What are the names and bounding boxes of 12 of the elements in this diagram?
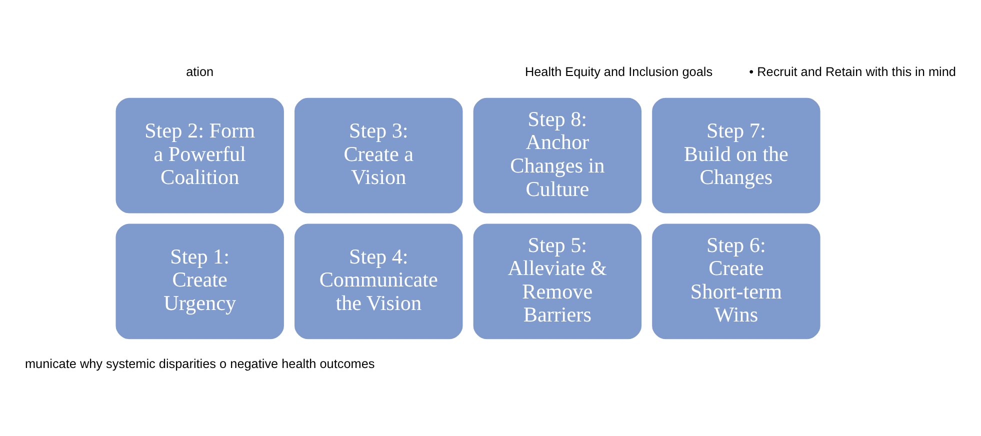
node-box: Step 6: Create Short-term Wins [652, 223, 820, 339]
node-box: Step 8: Anchor Changes in Culture [473, 97, 642, 213]
label: Health Equity and Inclusion goals [524, 64, 713, 78]
node-box: Step 2: Form a Powerful Coalition [116, 97, 284, 213]
label: municate why systemic disparities o negative health outcomes [24, 356, 375, 370]
node-box: Step 3: Create a Vision [294, 97, 463, 213]
label: • Recruit and Retain with this in mind [749, 64, 956, 78]
node-box: Step 7: Build on the Changes [652, 97, 820, 213]
node-box: Step 1: Create Urgency [116, 223, 284, 339]
node-box: Step 5: Alleviate & Remove Barriers [473, 223, 642, 339]
node-box: Step 4: Communicate the Vision [294, 223, 463, 339]
label: ation [186, 64, 214, 78]
